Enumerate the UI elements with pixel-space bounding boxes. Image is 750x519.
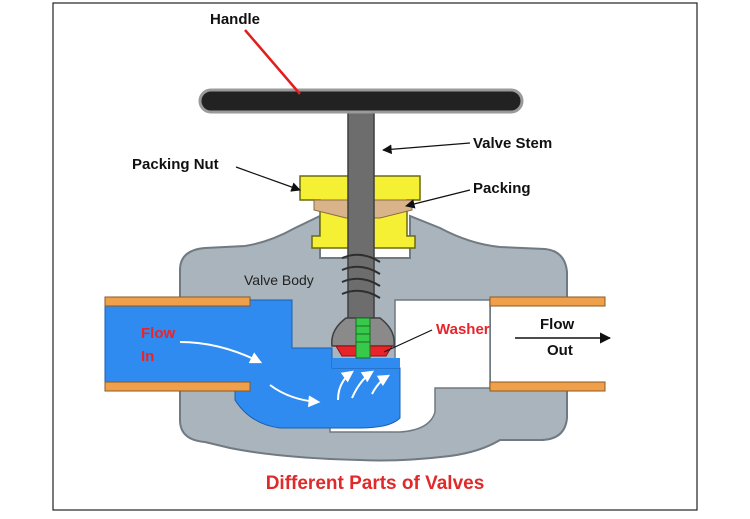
- label-packing-nut: Packing Nut: [132, 156, 219, 173]
- label-flow-out-line2: Out: [547, 342, 573, 359]
- label-valve-body: Valve Body: [244, 272, 314, 288]
- label-flow-in-line1: Flow: [141, 325, 175, 342]
- label-flow-in-line2: In: [141, 348, 154, 365]
- label-washer: Washer: [436, 321, 490, 338]
- diagram-caption: Different Parts of Valves: [266, 473, 485, 494]
- handle-pointer-line: [244, 29, 301, 95]
- label-handle: Handle: [210, 11, 260, 28]
- label-packing: Packing: [473, 180, 531, 197]
- seat-gap: [332, 358, 400, 368]
- washer-bolt: [355, 317, 371, 359]
- inlet-pipe-top-band: [104, 296, 251, 307]
- packing-nut-pointer-line: [235, 166, 301, 192]
- label-flow-out-line1: Flow: [540, 316, 574, 333]
- outlet-pipe-top-band: [489, 296, 606, 307]
- washer-pointer-line: [383, 329, 433, 353]
- outlet-pipe-bottom-band: [489, 381, 606, 392]
- valve-stem-pointer-line: [382, 142, 471, 155]
- valve-inner-passage: [329, 299, 491, 433]
- label-valve-stem: Valve Stem: [473, 135, 552, 152]
- handle: [198, 88, 524, 114]
- inlet-pipe-bottom-band: [104, 381, 251, 392]
- stem-threads: [341, 253, 381, 299]
- flow-arrows: [179, 341, 391, 408]
- packing-pointer-line: [405, 189, 471, 209]
